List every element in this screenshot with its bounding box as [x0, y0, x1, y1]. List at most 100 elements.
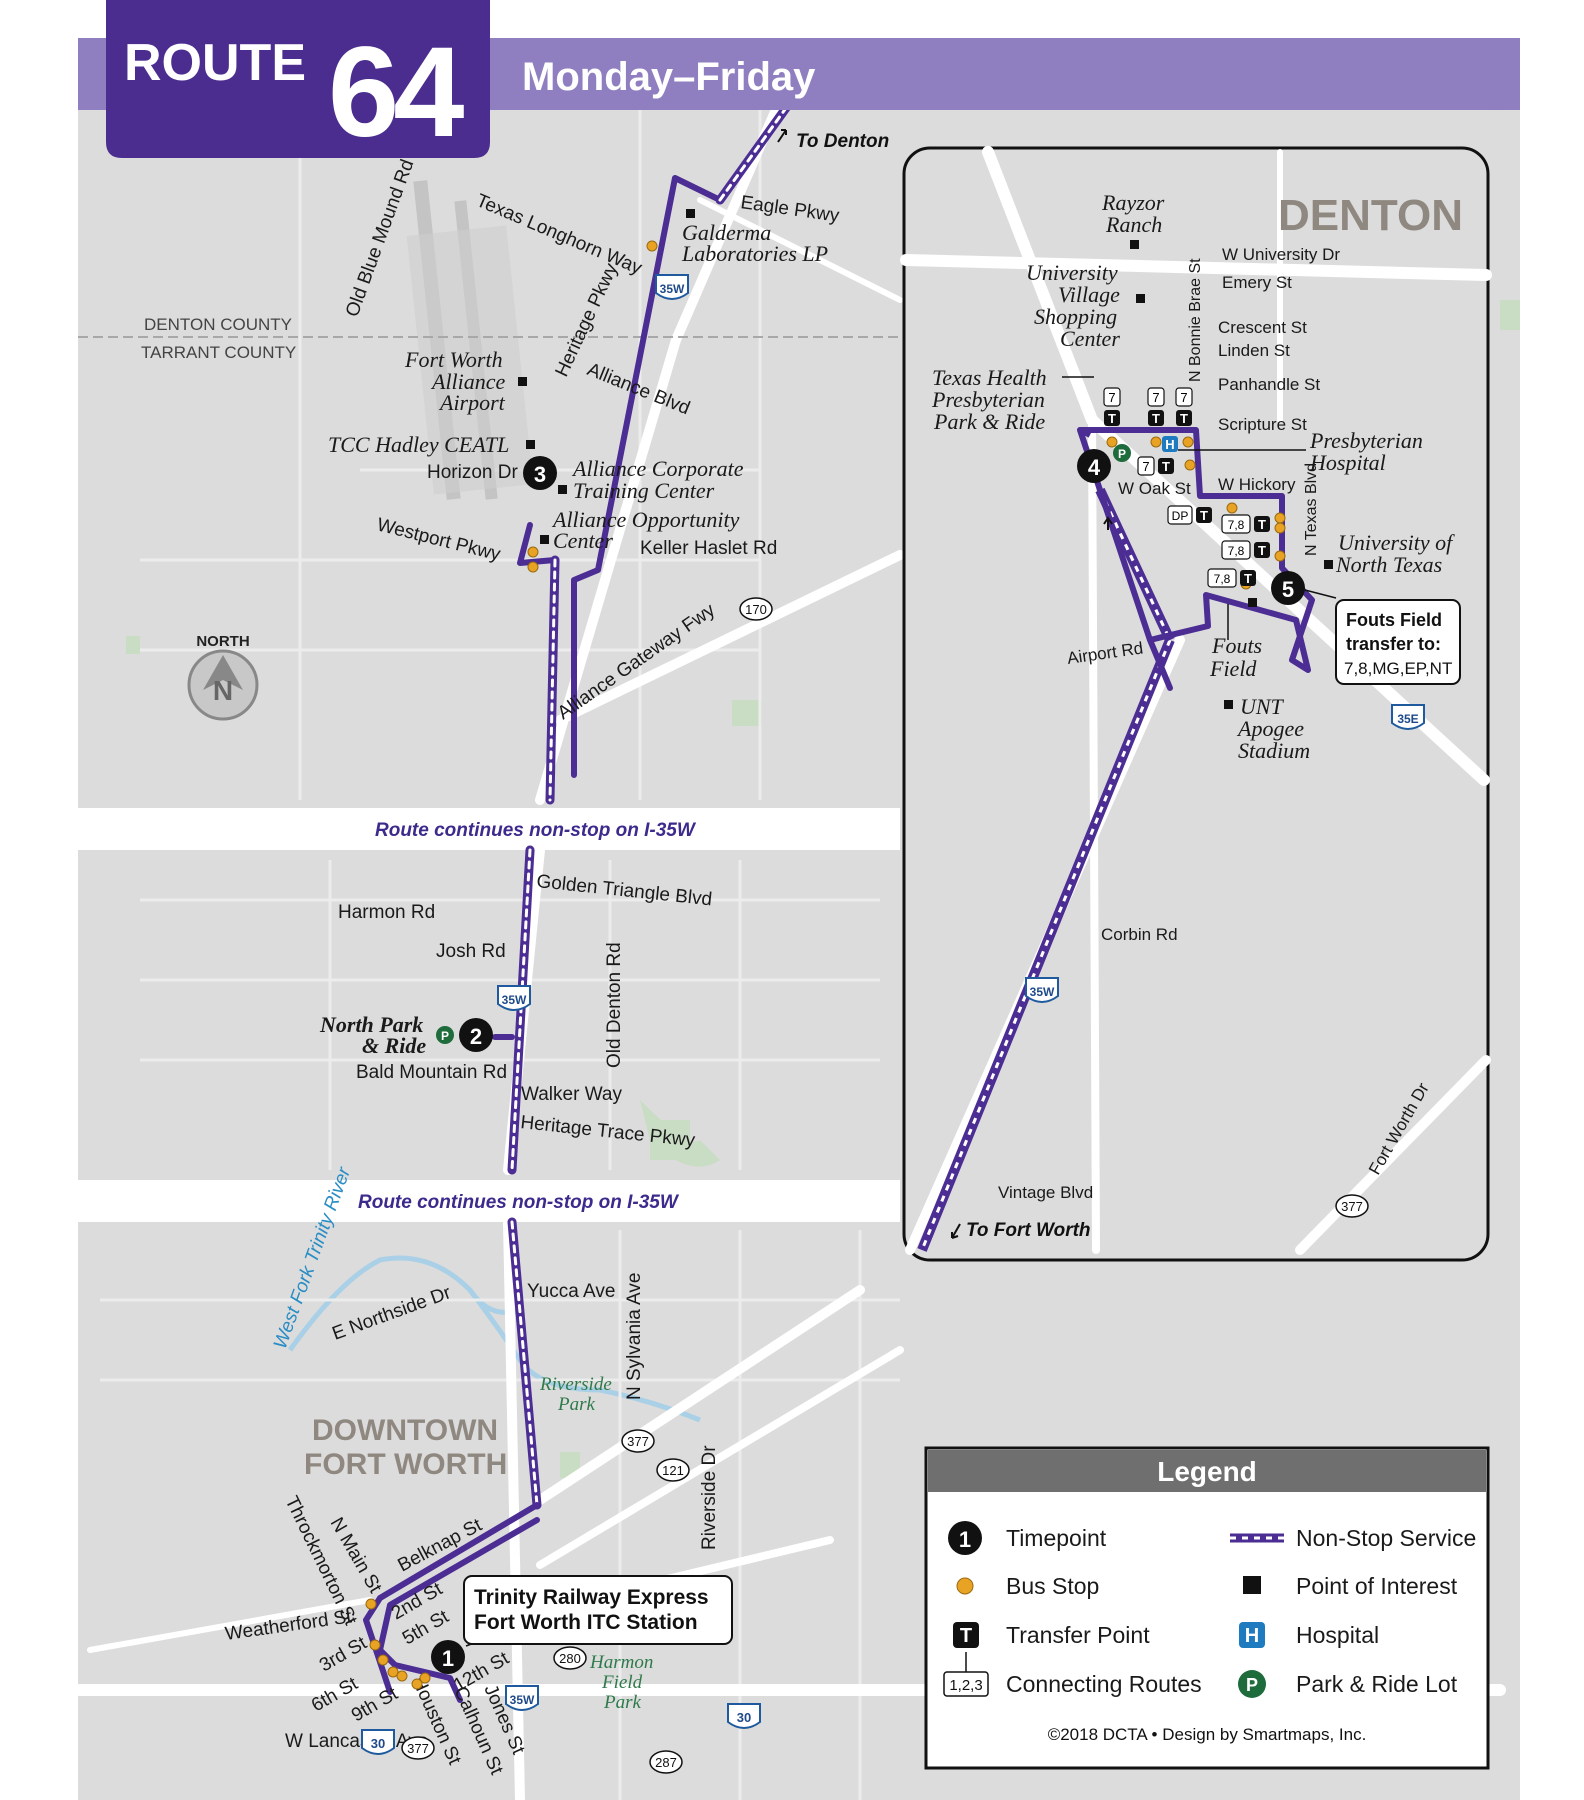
- connecting-route-tag-4: 7: [1137, 456, 1155, 476]
- bus-stop-icon: [956, 1577, 974, 1595]
- svg-text:5: 5: [1282, 577, 1294, 602]
- place-harmon-3: Park: [603, 1692, 642, 1713]
- bus-stop-dt-4: [387, 1666, 399, 1678]
- inset-place-rayzor-2: Ranch: [1105, 212, 1162, 237]
- street-keller-haslet: Keller Haslet Rd: [640, 538, 777, 559]
- inset-place-presby-2: Hospital: [1309, 450, 1386, 475]
- denton-inset: DENTON W University Dr Emery St Crescent…: [900, 146, 1492, 1262]
- direction-arrow-inset: [1103, 516, 1113, 530]
- transfer-t-icon-6: T: [1254, 516, 1270, 532]
- inset-place-thpr-1: Texas Health: [932, 365, 1047, 390]
- to-denton-label: To Denton: [796, 131, 889, 152]
- place-fw-alliance-2: Alliance: [430, 369, 506, 394]
- inset-street-w-oak: W Oak St: [1118, 479, 1191, 498]
- poi-square-act: [558, 485, 567, 494]
- legend-label-transfer: Transfer Point: [1006, 1622, 1150, 1648]
- svg-text:H: H: [1245, 1625, 1259, 1647]
- poi-square-opp: [540, 535, 549, 544]
- inset-street-scripture: Scripture St: [1218, 415, 1307, 434]
- svg-text:30: 30: [371, 1736, 385, 1751]
- connecting-route-tag-78-b: 7,8: [1221, 540, 1251, 560]
- interstate-35w-shield-inset: 35W: [1025, 977, 1059, 1003]
- inset-street-university: W University Dr: [1222, 245, 1340, 264]
- timepoint-3: 3: [523, 456, 557, 490]
- poi-square-galderma: [686, 209, 695, 218]
- transfer-t-icon-5: T: [1196, 507, 1212, 523]
- place-opp-center-2: Center: [553, 528, 613, 553]
- transfer-t-icon-7: T: [1254, 542, 1270, 558]
- legend-label-bus-stop: Bus Stop: [1006, 1573, 1099, 1599]
- place-galderma-2: Laboratories LP: [681, 241, 828, 266]
- place-north-park-2: & Ride: [362, 1033, 426, 1058]
- timepoint-5: 5: [1271, 571, 1305, 605]
- svg-text:1: 1: [959, 1527, 971, 1552]
- header-route-number: 64: [328, 21, 464, 164]
- bus-stop-dt-5: [396, 1670, 408, 1682]
- svg-text:2: 2: [470, 1024, 482, 1049]
- inset-place-thpr-2: Presbyterian: [931, 387, 1045, 412]
- svg-text:3: 3: [534, 462, 546, 487]
- legend-label-nonstop: Non-Stop Service: [1296, 1525, 1476, 1551]
- inset-place-thpr-3: Park & Ride: [933, 409, 1045, 434]
- poi-square-rayzor: [1130, 240, 1139, 249]
- svg-text:4: 4: [1088, 455, 1101, 480]
- timepoint-1: 1: [431, 1640, 465, 1674]
- fouts-transfer-box: [1335, 599, 1461, 685]
- legend-title: Legend: [1157, 1456, 1257, 1487]
- inset-place-uvsc-2: Village: [1058, 282, 1120, 307]
- place-galderma-1: Galderma: [682, 220, 771, 245]
- inset-street-w-hickory: W Hickory: [1218, 475, 1296, 494]
- direction-arrow-denton: [777, 129, 787, 143]
- us-377-shield-main: 377: [621, 1429, 655, 1453]
- header-schedule-days: Monday–Friday: [522, 55, 816, 99]
- bus-stops-main: [365, 240, 658, 1690]
- interstate-35w-shield-1: 35W: [655, 274, 689, 300]
- nonstop-notice-lower: Route continues non-stop on I-35W: [358, 1192, 680, 1213]
- svg-text:170: 170: [745, 602, 767, 617]
- legend: Legend 1 Timepoint Non-Stop Service Bus …: [924, 1446, 1490, 1770]
- svg-text:7: 7: [1152, 390, 1159, 405]
- svg-text:35E: 35E: [1397, 712, 1418, 726]
- interstate-30-shield-1: 30: [727, 1703, 761, 1729]
- bus-stop-dt-2: [369, 1639, 381, 1651]
- street-harmon-rd: Harmon Rd: [338, 902, 435, 923]
- shields-main: 35W 35W 35W 30 30 170 377 121 280 287 37…: [361, 274, 773, 1774]
- svg-text:7: 7: [1142, 459, 1149, 474]
- nonstop-strip-lower: [78, 1180, 900, 1222]
- transfer-t-icon-3: T: [1176, 410, 1192, 426]
- state-280-shield: 280: [553, 1646, 587, 1670]
- us-287-shield: 287: [649, 1750, 683, 1774]
- timepoint-icon: 1: [948, 1521, 982, 1555]
- svg-text:35W: 35W: [660, 282, 685, 296]
- poi-square-fouts: [1248, 598, 1257, 607]
- place-fw-alliance-1: Fort Worth: [404, 347, 503, 372]
- bus-stop-dt-3: [377, 1654, 389, 1666]
- legend-label-hospital: Hospital: [1296, 1622, 1379, 1648]
- place-north-park-1: North Park: [319, 1012, 423, 1037]
- fouts-transfer-title-2: transfer to:: [1346, 634, 1441, 654]
- downtown-label-2: FORT WORTH: [304, 1448, 507, 1481]
- svg-text:P: P: [441, 1029, 449, 1043]
- svg-text:7: 7: [1180, 390, 1187, 405]
- place-fw-alliance-3: Airport: [438, 390, 506, 415]
- connecting-route-tag-3: 7: [1175, 387, 1193, 407]
- connecting-route-tag-dp: DP: [1167, 505, 1193, 525]
- place-riverside-2: Park: [557, 1394, 596, 1415]
- poi-square-tcc: [526, 440, 535, 449]
- inset-street-emery: Emery St: [1222, 273, 1292, 292]
- svg-text:121: 121: [662, 1463, 684, 1478]
- poi-square-apogee: [1224, 700, 1233, 709]
- legend-label-timepoint: Timepoint: [1006, 1525, 1107, 1551]
- svg-text:377: 377: [1341, 1199, 1363, 1214]
- svg-text:T: T: [1162, 459, 1170, 474]
- inset-street-n-texas: N Texas Blvd: [1303, 463, 1320, 556]
- inset-route-local: [1077, 427, 1315, 691]
- svg-text:T: T: [1258, 543, 1266, 558]
- inset-place-uvsc-3: Shopping: [1034, 304, 1117, 329]
- interstate-35w-shield-2: 35W: [497, 985, 531, 1011]
- route-line-main: [363, 103, 791, 1703]
- inset-street-vintage: Vintage Blvd: [998, 1183, 1093, 1202]
- svg-text:T: T: [960, 1625, 972, 1647]
- place-act-center-1: Alliance Corporate: [571, 456, 744, 481]
